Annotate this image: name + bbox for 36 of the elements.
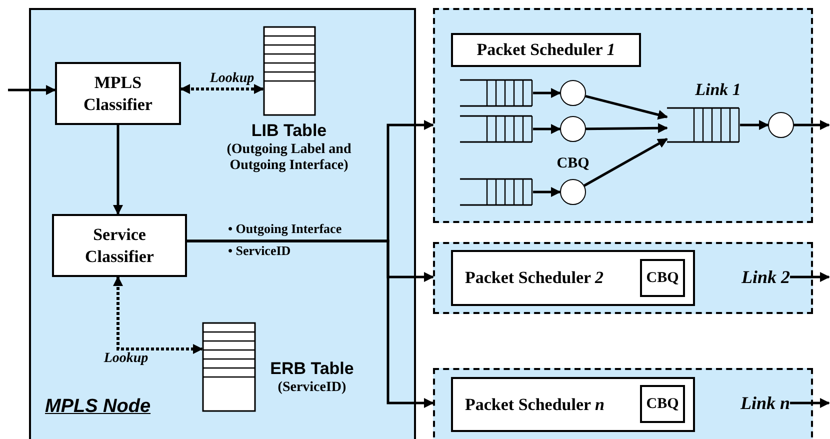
arrow xyxy=(533,88,561,98)
arrow xyxy=(113,276,203,354)
arrow xyxy=(180,84,264,94)
classifier-box: Service Classifier xyxy=(52,214,187,277)
panel-title: MPLS Node xyxy=(45,396,151,418)
arrow xyxy=(533,124,561,134)
server-circle xyxy=(560,80,586,106)
arrow xyxy=(586,123,668,134)
classifier-box: MPLS Classifier xyxy=(55,62,181,125)
arrow xyxy=(794,120,830,130)
link-label: Link 1 xyxy=(695,80,741,100)
edge-label: • Outgoing Interface • ServiceID xyxy=(228,220,343,260)
scheduler-caption: CBQ xyxy=(556,156,590,172)
arrow xyxy=(113,125,123,215)
arrow xyxy=(740,120,769,130)
table-caption: (Outgoing Label and Outgoing Interface) xyxy=(226,142,352,174)
table-caption: (ServiceID) xyxy=(276,380,348,396)
table-title: LIB Table xyxy=(250,120,328,142)
node-panel xyxy=(29,8,416,439)
server-circle xyxy=(768,112,794,138)
scheduler-box: Packet Scheduler 1 xyxy=(451,33,641,67)
edge-label: Lookup xyxy=(104,351,148,367)
table-title: ERB Table xyxy=(269,358,355,380)
arrow xyxy=(790,272,830,282)
scheduler-panel xyxy=(433,8,813,223)
arrow xyxy=(533,187,561,197)
server-circle xyxy=(560,179,586,205)
arrow xyxy=(8,85,56,95)
server-circle xyxy=(560,116,586,142)
link-label: Link n xyxy=(712,391,790,415)
link-label: Link 2 xyxy=(712,265,790,289)
arrow xyxy=(585,94,668,120)
arrow xyxy=(187,240,434,408)
arrow xyxy=(790,398,830,408)
arrow xyxy=(584,138,668,187)
edge-label: Lookup xyxy=(210,71,254,87)
